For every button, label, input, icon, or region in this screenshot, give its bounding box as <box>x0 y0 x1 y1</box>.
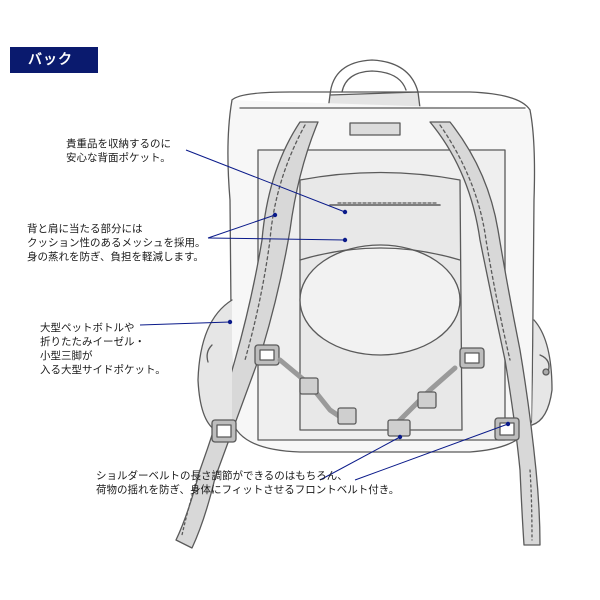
section-title: バック <box>10 47 98 73</box>
leader-lines <box>139 149 509 481</box>
front-belt-annotation: ショルダーベルトの長さ調節ができるのはもちろん、 荷物の揺れを防ぎ、身体にフィッ… <box>96 470 400 496</box>
mesh-annotation: 背と肩に当たる部分には クッション性のあるメッシュを採用。 身の蒸れを防ぎ、負担… <box>27 223 206 263</box>
side-pocket-annotation: 大型ペットボトルや 折りたたみイーゼル・ 小型三脚が 入る大型サイドポケット。 <box>40 322 166 376</box>
back-pocket-annotation: 貴重品を収納するのに 安心な背面ポケット。 <box>66 138 171 164</box>
